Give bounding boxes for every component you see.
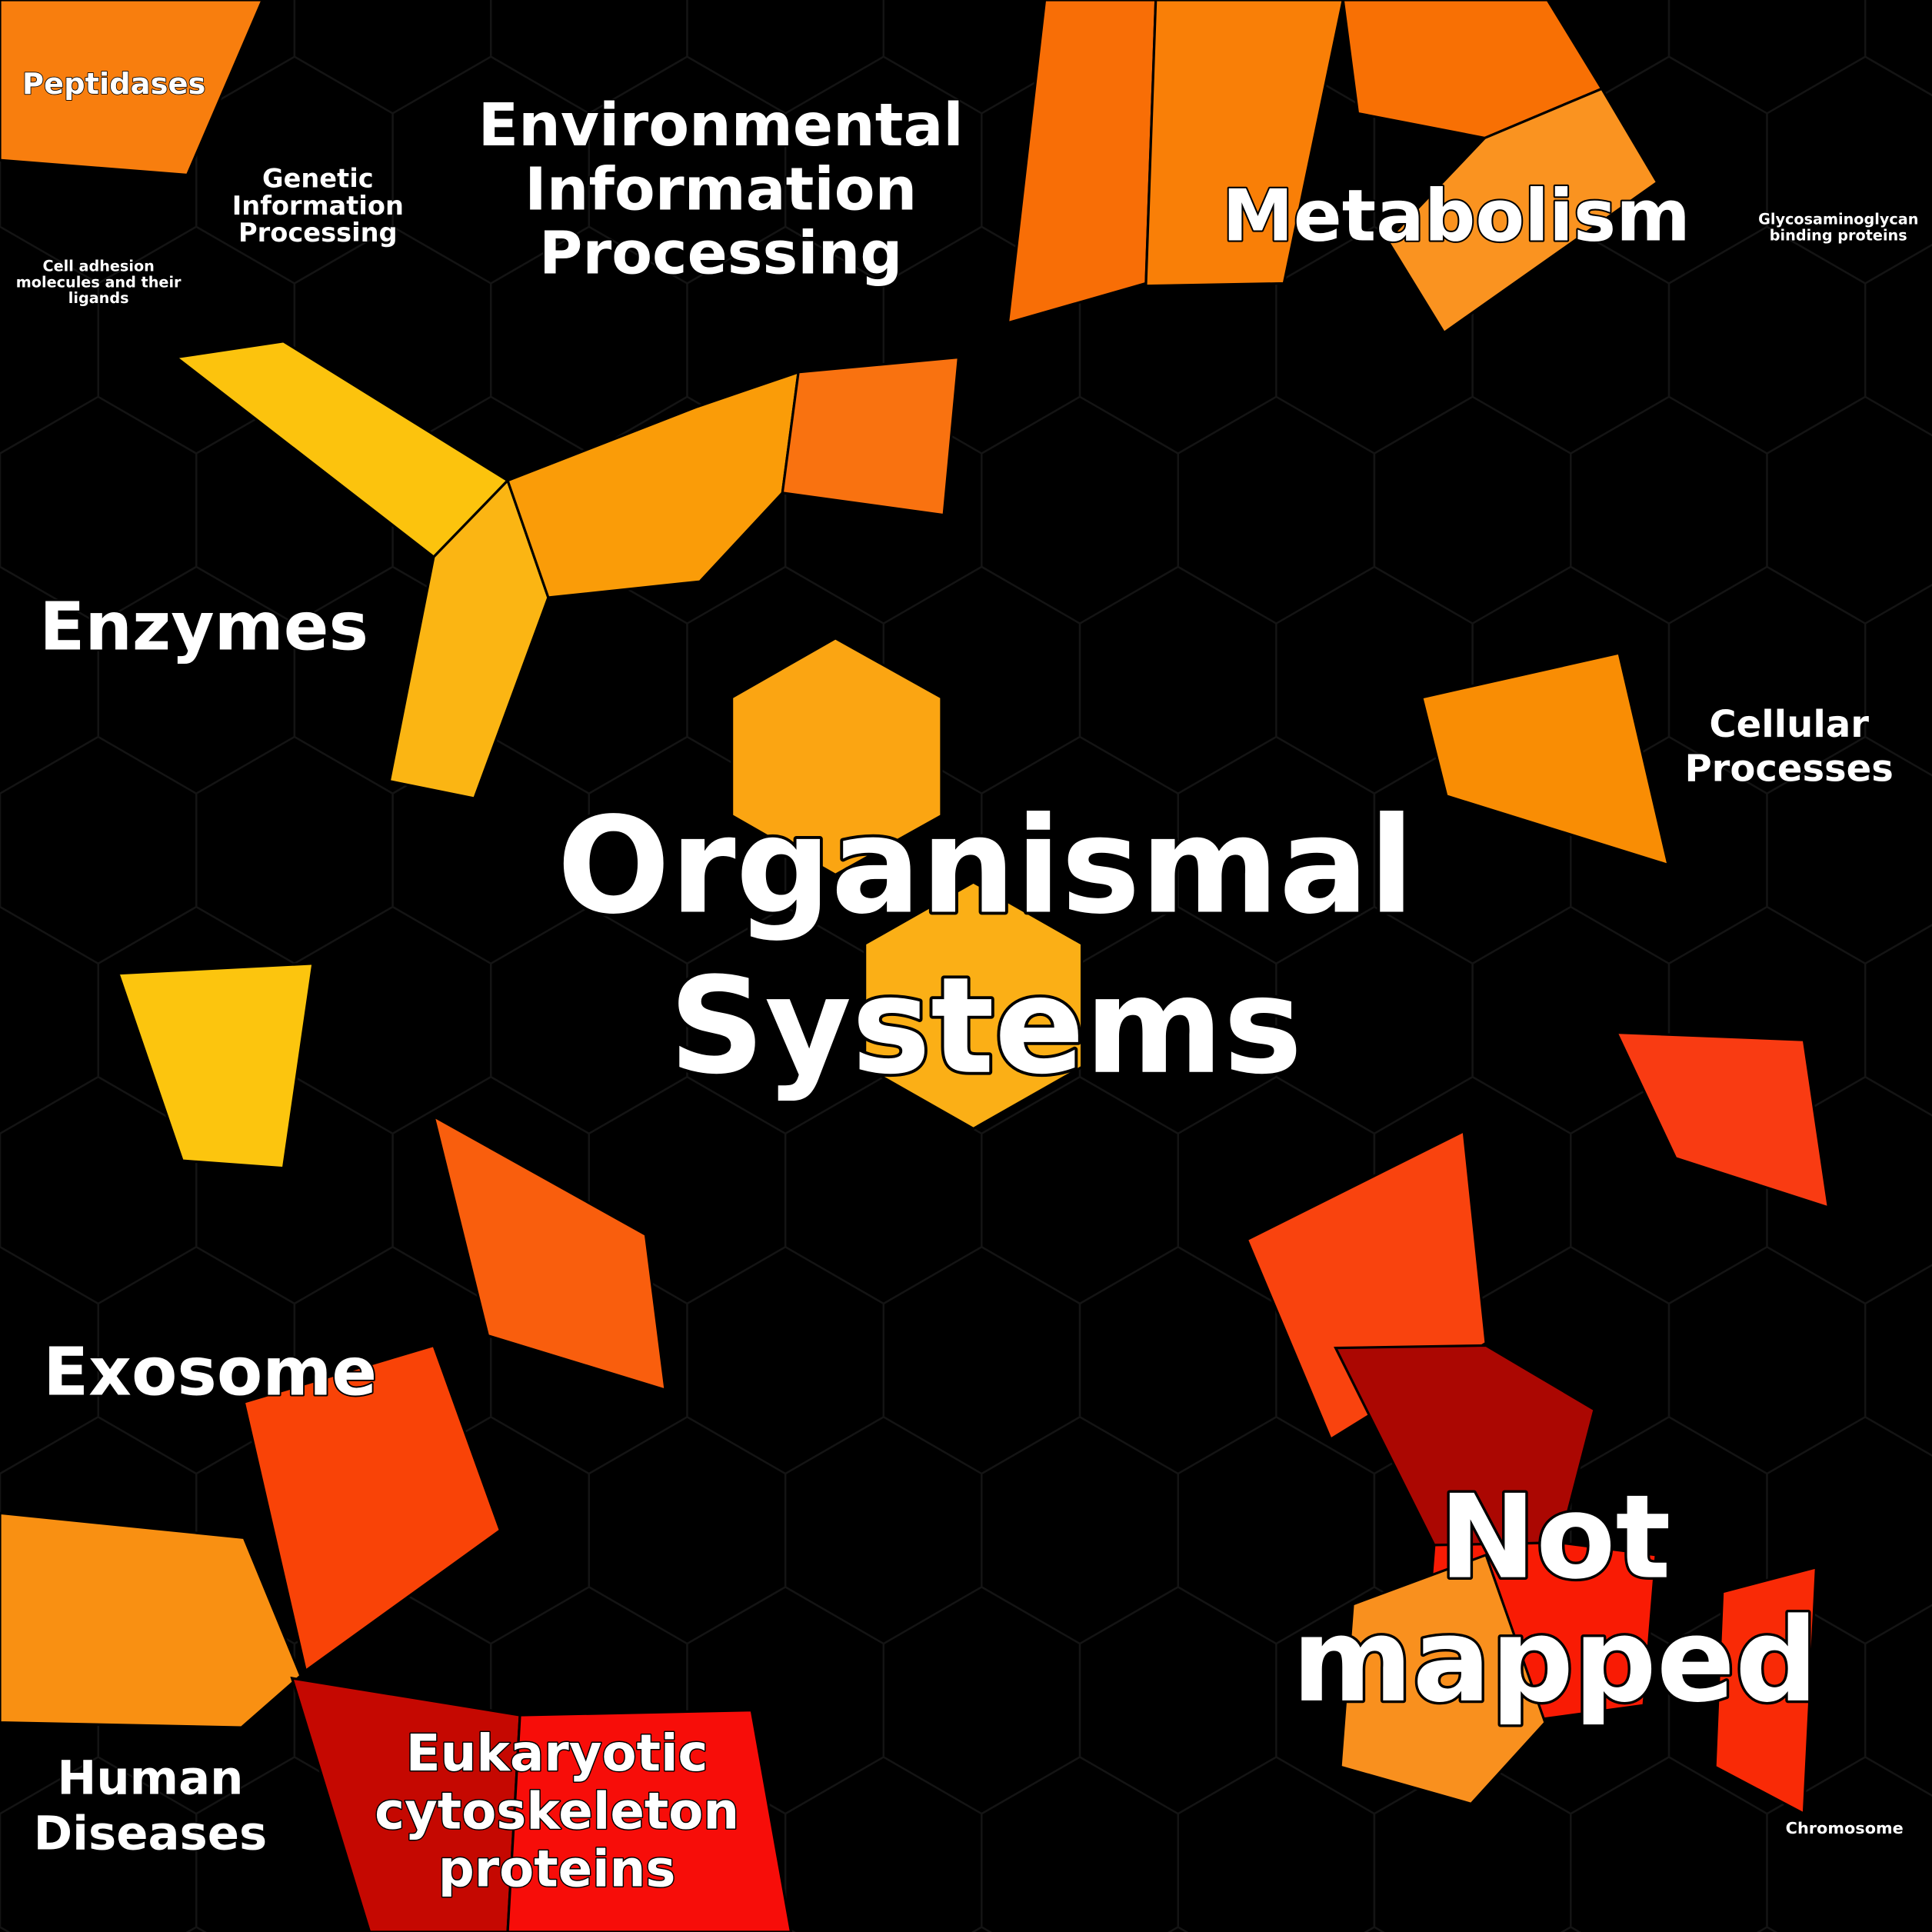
hex-grid-cell [971,1926,992,1932]
left-gold-parallelogram-region [116,962,315,1170]
bottom-right-red-region [1714,1565,1818,1816]
enzymes-cell-right-region [781,355,961,517]
peptidases-cell-region [0,0,264,177]
peptidases-label: Peptidases [22,67,206,102]
exosome-label: Exosome [43,1334,377,1411]
hex-grid-cell [1364,1926,1385,1932]
center-hex-a-region [731,637,943,877]
right-red-parallelogram-region [1614,1031,1830,1210]
metabolism-cell-b-region [1385,87,1659,335]
not-mapped-darkred-region [1334,1344,1596,1547]
metabolism-label: Metabolism [1222,174,1690,257]
top-center-cell-b-region [1144,0,1344,288]
human-diseases-darkred-region [290,1676,521,1932]
cellular-processes-quad-region [1420,651,1671,867]
exosome-quad-region [242,1344,502,1674]
not-mapped-orange-pent-region [1339,1553,1547,1806]
hex-grid-cell [185,1926,207,1932]
hex-grid-cell [1756,1926,1777,1932]
enzymes-label: Enzymes [39,588,368,665]
chromosome-label: Chromosome [1786,1819,1904,1837]
mid-left-quad-region [431,1114,668,1392]
hex-grid-cell [1560,1926,1581,1932]
center-hex-b-region [864,881,1084,1131]
left-edge-quad-region [0,1511,302,1729]
enzymes-arm-lower-region [388,478,550,800]
cytoskeleton-red-region [506,1709,793,1932]
hex-grid-cell [1168,1926,1189,1932]
